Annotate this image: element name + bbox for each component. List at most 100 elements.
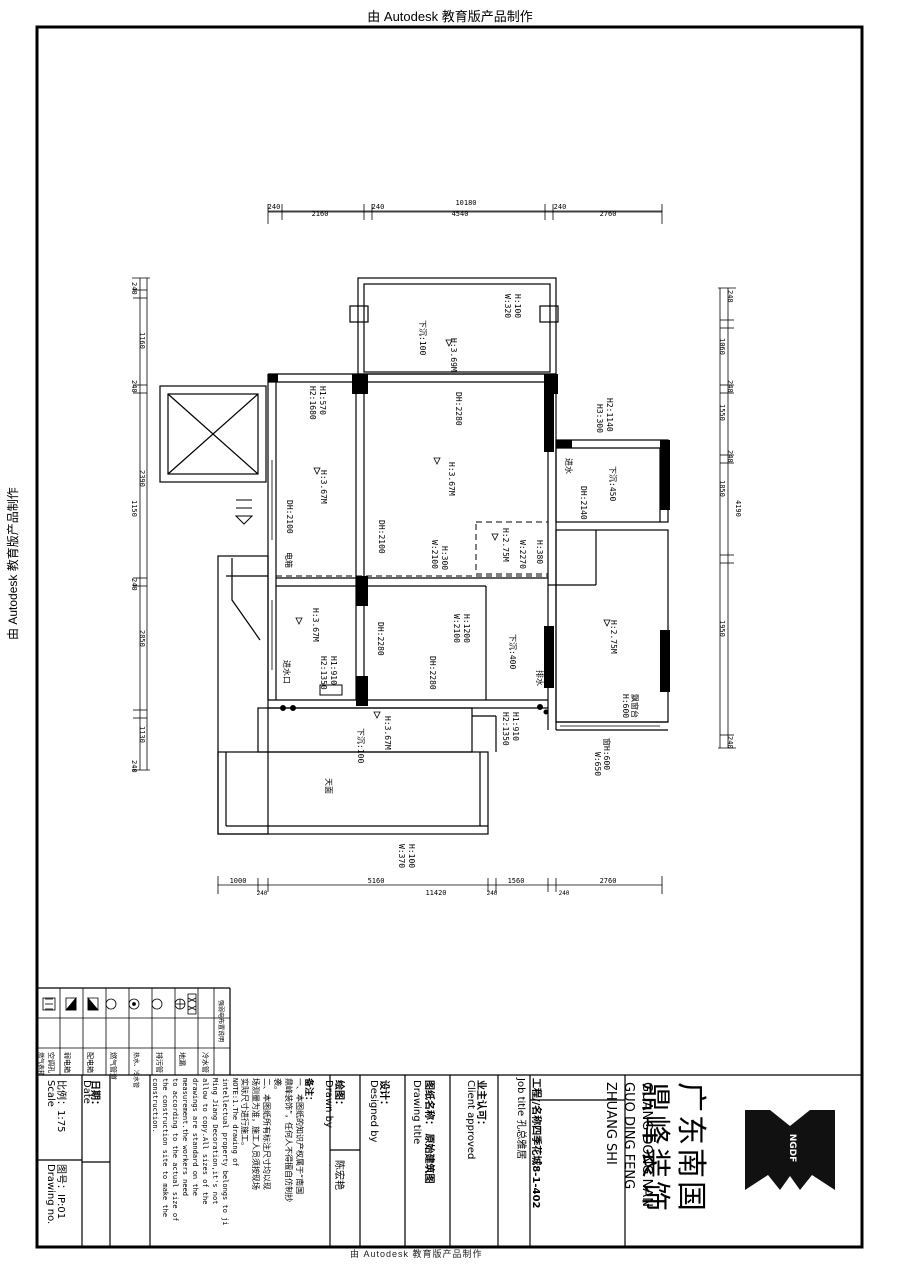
- level-markers: [295, 339, 611, 719]
- drawing-title-value: 原始建筑图: [423, 1133, 434, 1184]
- dim-left-8: 1130: [138, 726, 146, 743]
- company-name-en-3: ZHUANG SHI: [603, 1082, 618, 1165]
- dim-left-7: 2850: [138, 630, 146, 647]
- label-right-room-level: H:2.75M: [609, 620, 618, 654]
- label-balcony2-sink: 下沉:100: [356, 728, 365, 764]
- label-dining-w: W:2270: [518, 540, 527, 569]
- dim-top-6: 2760: [600, 210, 617, 218]
- notes-cn-2: 鼎峰装饰”，任何人不得擅自仿制抄: [284, 1078, 293, 1203]
- dim-bottom-1: 1000: [230, 877, 247, 885]
- label-living-w: W:2100: [430, 540, 439, 569]
- drawn-en: Drawn by: [323, 1080, 334, 1128]
- dim-left-1: 240: [130, 282, 138, 295]
- dim-bottom-2: 240: [257, 890, 268, 897]
- label-balcony-w: W:320: [503, 294, 512, 319]
- dim-right-4: 1550: [718, 404, 726, 421]
- structural-columns: [268, 374, 670, 706]
- legend-item-6: 配电箱: [86, 1052, 94, 1073]
- legend-item-5: 燃气管道: [109, 1052, 117, 1080]
- bottom-dimension-chain: [217, 876, 663, 894]
- legend-item-2: 地漏: [178, 1052, 186, 1066]
- dim-bottom-6: 240: [559, 890, 570, 897]
- label-bath-level: H:3.67M: [311, 608, 320, 642]
- dim-top-total: 10180: [455, 199, 476, 207]
- label-balcony2-h: H:100: [407, 844, 416, 869]
- legend-symbols: [42, 993, 197, 1015]
- label-dining-h: H:380: [535, 540, 544, 565]
- job-title-label: Job title 孔总雅居: [515, 1078, 530, 1159]
- title-block-lines: [37, 987, 862, 1247]
- drawing-no-en: Drawing no.: [45, 1164, 56, 1225]
- dim-top-1: 240: [268, 203, 281, 211]
- label-bath-h1: H1:910: [329, 656, 338, 685]
- dim-right-5: 1850: [718, 480, 726, 497]
- design-en: Designed by: [368, 1080, 379, 1143]
- dim-bottom-4: 240: [487, 890, 498, 897]
- legend-item-7: 弱电箱: [63, 1052, 71, 1073]
- label-balcony-sink: 下沉:100: [418, 320, 427, 356]
- fixtures: [234, 499, 549, 715]
- notes-en-1: NOTE:1.The drawing of: [231, 1078, 239, 1167]
- notes-en-3: Ming Jiang Decoration,it's not: [211, 1078, 219, 1205]
- label-drain: 排水: [535, 670, 544, 686]
- label-kitchen-h2: H2:1140: [605, 398, 614, 432]
- label-kitchen-h3: H3:300: [595, 404, 604, 433]
- client-label: 业主认可：: [475, 1080, 486, 1130]
- label-bath-h2: H2:1350: [319, 656, 328, 690]
- label-living-h: H:300: [440, 546, 449, 571]
- logo-text: NGDF: [787, 1134, 797, 1163]
- notes-en-5: drawings are standard on the: [191, 1078, 199, 1197]
- windows: [267, 460, 660, 727]
- dim-top-5: 240: [554, 203, 567, 211]
- walls: [159, 277, 669, 835]
- project-label-text: 工程/: [530, 1078, 541, 1102]
- label-living-level: H:3.67M: [447, 462, 456, 496]
- label-corridor-dh2: DH:2280: [428, 656, 437, 690]
- notes-cn-4: 二、本图纸所有标注尺寸均以现: [262, 1078, 271, 1190]
- label-electric-box: 电箱: [284, 552, 293, 568]
- label-kitchen-door: DH:2140: [579, 486, 588, 520]
- label-living-door: DH:2100: [377, 520, 386, 554]
- dim-top-3: 240: [372, 203, 385, 211]
- label-room-h1: H1:570: [318, 386, 327, 415]
- dim-right-3: 240: [726, 380, 734, 393]
- right-dimension-chain: [718, 287, 736, 749]
- dim-right-9: 240: [726, 736, 734, 749]
- dim-right-6: 240: [726, 450, 734, 463]
- company-name-en-1: GUANG DONG NAN: [639, 1082, 654, 1207]
- drawing-title-en: Drawing title: [411, 1080, 422, 1145]
- legend-item-3: 排污管: [155, 1052, 163, 1073]
- watermark-top: 由 Autodesk 教育版产品制作: [367, 9, 533, 24]
- dim-left-6: 240: [130, 578, 138, 591]
- label-water-inlet: 进水: [564, 458, 573, 474]
- notes-en-7: to according to the actual size of: [171, 1078, 179, 1222]
- dim-bottom-5: 1560: [508, 877, 525, 885]
- dim-right-2: 1060: [718, 338, 726, 355]
- dim-top-4: 4540: [452, 210, 469, 218]
- dim-left-9: 240: [130, 760, 138, 773]
- label-balcony-h: H:100: [513, 294, 522, 319]
- dim-bottom-3: 5160: [368, 877, 385, 885]
- notes-cn-3: 袭。: [273, 1078, 282, 1094]
- label-balcony-level: H:3.69M: [449, 338, 458, 372]
- label-kitchen-sink: 下沉:450: [608, 466, 617, 502]
- left-dimension-chain: [132, 277, 150, 771]
- client-en: Client approved: [465, 1080, 476, 1160]
- design-label: 设计：: [378, 1080, 389, 1110]
- label-window-w: W:650: [593, 752, 602, 777]
- notes-en-9: construction.: [151, 1078, 159, 1133]
- date-en: Date: [81, 1080, 92, 1104]
- legend-item-8: 空调孔: [47, 1052, 55, 1073]
- legend-title: 强弱电布置说明: [217, 1000, 224, 1043]
- label-room-level: H:3.67M: [319, 470, 328, 504]
- project-label: 工程//名称四季花城8-1-402: [530, 1078, 545, 1208]
- project-value: /名称四季花城8-1-402: [530, 1101, 541, 1209]
- label-balcony2-w: W:370: [397, 844, 406, 869]
- label-corridor-dh: DH:2280: [376, 622, 385, 656]
- notes-en-6: measurement.the workers need: [181, 1078, 189, 1197]
- label-bath-inlet: 进水口: [282, 660, 291, 684]
- notes-en-4: allow to copy.All sizes of the: [201, 1078, 209, 1205]
- label-bay-window: 飘窗台: [630, 694, 639, 718]
- label-window-h1: H1:910: [511, 712, 520, 741]
- dim-right-7: 4190: [734, 500, 742, 517]
